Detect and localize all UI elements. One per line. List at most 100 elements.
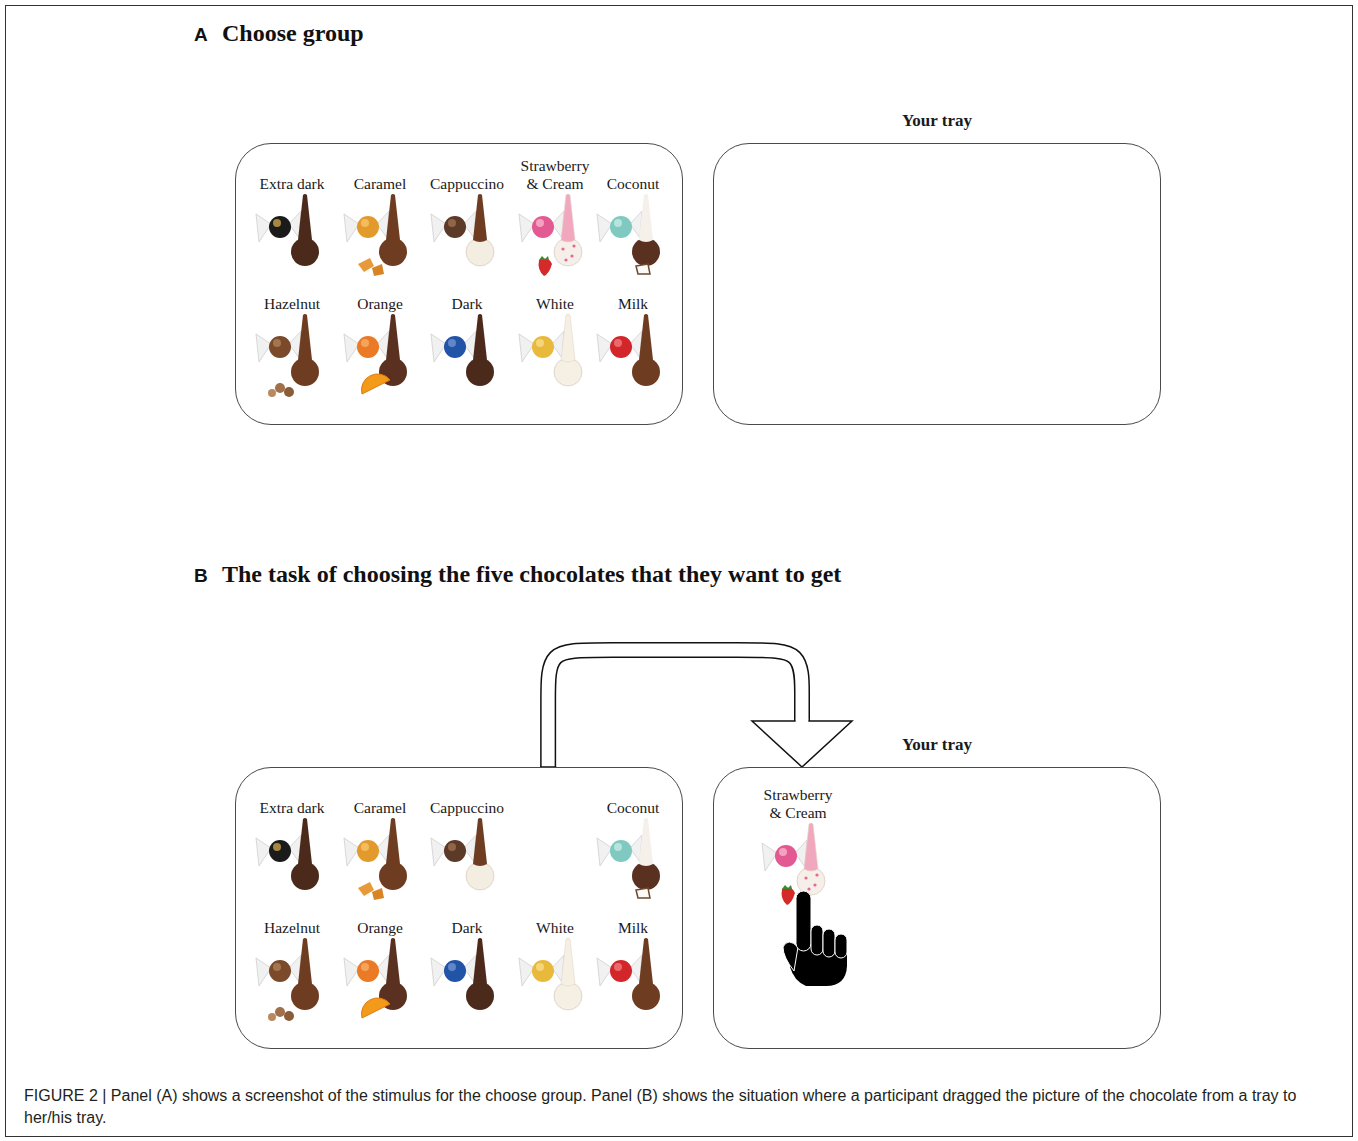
wrapper-ball <box>610 336 632 358</box>
chocolate-name: Dark <box>419 272 515 314</box>
chocolate-item: Orange <box>332 272 428 399</box>
caramel-piece <box>372 264 384 276</box>
wrapper-film <box>344 214 359 242</box>
chocolate-item: Coconut <box>585 776 681 903</box>
berry-spot <box>570 254 573 257</box>
wrapper-ball <box>269 840 291 862</box>
wrapper-film <box>256 958 271 986</box>
chocolate-item: Strawberry & Cream <box>750 781 846 908</box>
chocolate-picture <box>585 818 681 903</box>
chocolate-ball <box>632 358 660 386</box>
chocolate-name: Cappuccino <box>419 152 515 194</box>
hand-finger <box>835 934 847 958</box>
berry-spot <box>572 244 575 247</box>
chocolate-picture <box>750 823 846 908</box>
chocolate-drip <box>804 823 818 871</box>
chocolate-picture <box>332 314 428 399</box>
wrapper-film <box>256 334 271 362</box>
chocolate-drip <box>473 818 487 866</box>
chocolate-item: Caramel <box>332 152 428 279</box>
caramel-piece <box>358 882 374 896</box>
chocolate-drip <box>639 314 653 362</box>
wrapper-film <box>597 334 612 362</box>
chocolate-name: Extra dark <box>244 152 340 194</box>
chocolate-name: Extra dark <box>244 776 340 818</box>
figure-caption: FIGURE 2 | Panel (A) shows a screenshot … <box>24 1085 1334 1129</box>
caramel-piece <box>358 258 374 272</box>
wrapper-film <box>431 958 446 986</box>
wrapper-shine <box>614 219 622 227</box>
wrapper-shine <box>614 339 622 347</box>
wrapper-film <box>597 958 612 986</box>
wrapper-shine <box>536 219 544 227</box>
wrapper-film <box>431 214 446 242</box>
chocolate-item: Strawberry & Cream <box>507 152 603 279</box>
coconut-piece <box>636 264 650 274</box>
wrapper-shine <box>273 219 281 227</box>
figure-border <box>6 6 1353 1137</box>
tray-box: Extra darkCaramelCappuccinoStrawberry & … <box>235 143 683 425</box>
hazelnut <box>284 1011 294 1021</box>
chocolate-name: Caramel <box>332 152 428 194</box>
wrapper-shine <box>779 848 787 856</box>
wrapper-film <box>519 214 534 242</box>
panel-title: Choose group <box>222 20 364 47</box>
chocolate-name: Hazelnut <box>244 272 340 314</box>
chocolate-drip <box>473 194 487 242</box>
chocolate-ball <box>632 982 660 1010</box>
arrow-body <box>548 650 802 767</box>
caramel-piece <box>372 888 384 900</box>
wrapper-ball <box>357 216 379 238</box>
hand-thumb <box>783 942 798 971</box>
panel-letter: A <box>194 24 208 46</box>
wrapper-shine <box>361 219 369 227</box>
chocolate-ball <box>379 862 407 890</box>
wrapper-film <box>344 838 359 866</box>
wrapper-ball <box>269 960 291 982</box>
wrapper-shine <box>614 843 622 851</box>
chocolate-picture <box>585 314 681 399</box>
arrow-outline <box>548 650 802 767</box>
chocolate-name: White <box>507 272 603 314</box>
chocolate-item: Hazelnut <box>244 272 340 399</box>
chocolate-ball <box>291 358 319 386</box>
chocolate-picture <box>244 194 340 279</box>
wrapper-ball <box>444 840 466 862</box>
hand-finger <box>823 929 835 957</box>
hand-finger <box>811 925 823 955</box>
chocolate-name: Strawberry & Cream <box>760 781 836 823</box>
wrapper-ball <box>532 336 554 358</box>
wrapper-shine <box>273 339 281 347</box>
chocolate-name: Caramel <box>332 776 428 818</box>
chocolate-picture <box>585 194 681 279</box>
chocolate-picture <box>332 194 428 279</box>
chocolate-name: Strawberry & Cream <box>517 152 593 194</box>
hazelnut <box>268 1013 276 1021</box>
wrapper-shine <box>448 219 456 227</box>
chocolate-item: Dark <box>419 272 515 399</box>
wrapper-ball <box>610 960 632 982</box>
chocolate-ball <box>466 862 494 890</box>
chocolate-drip <box>473 314 487 362</box>
wrapper-film <box>519 334 534 362</box>
wrapper-film <box>431 334 446 362</box>
chocolate-ball <box>291 982 319 1010</box>
berry-spot <box>804 876 807 879</box>
berry-spot <box>561 247 564 250</box>
chocolate-item: Dark <box>419 896 515 1023</box>
chocolate-drip <box>386 818 400 866</box>
chocolate-picture <box>244 818 340 903</box>
chocolate-item: Milk <box>585 272 681 399</box>
chocolate-drip <box>473 938 487 986</box>
tray-heading: Your tray <box>714 735 1160 755</box>
chocolate-item: Extra dark <box>244 152 340 279</box>
chocolate-ball <box>466 238 494 266</box>
chocolate-ball <box>466 358 494 386</box>
wrapper-film <box>597 838 612 866</box>
wrapper-ball <box>357 960 379 982</box>
chocolate-name: White <box>507 896 603 938</box>
chocolate-name: Coconut <box>585 776 681 818</box>
wrapper-shine <box>273 843 281 851</box>
chocolate-drip <box>298 818 312 866</box>
chocolate-name: Milk <box>585 272 681 314</box>
